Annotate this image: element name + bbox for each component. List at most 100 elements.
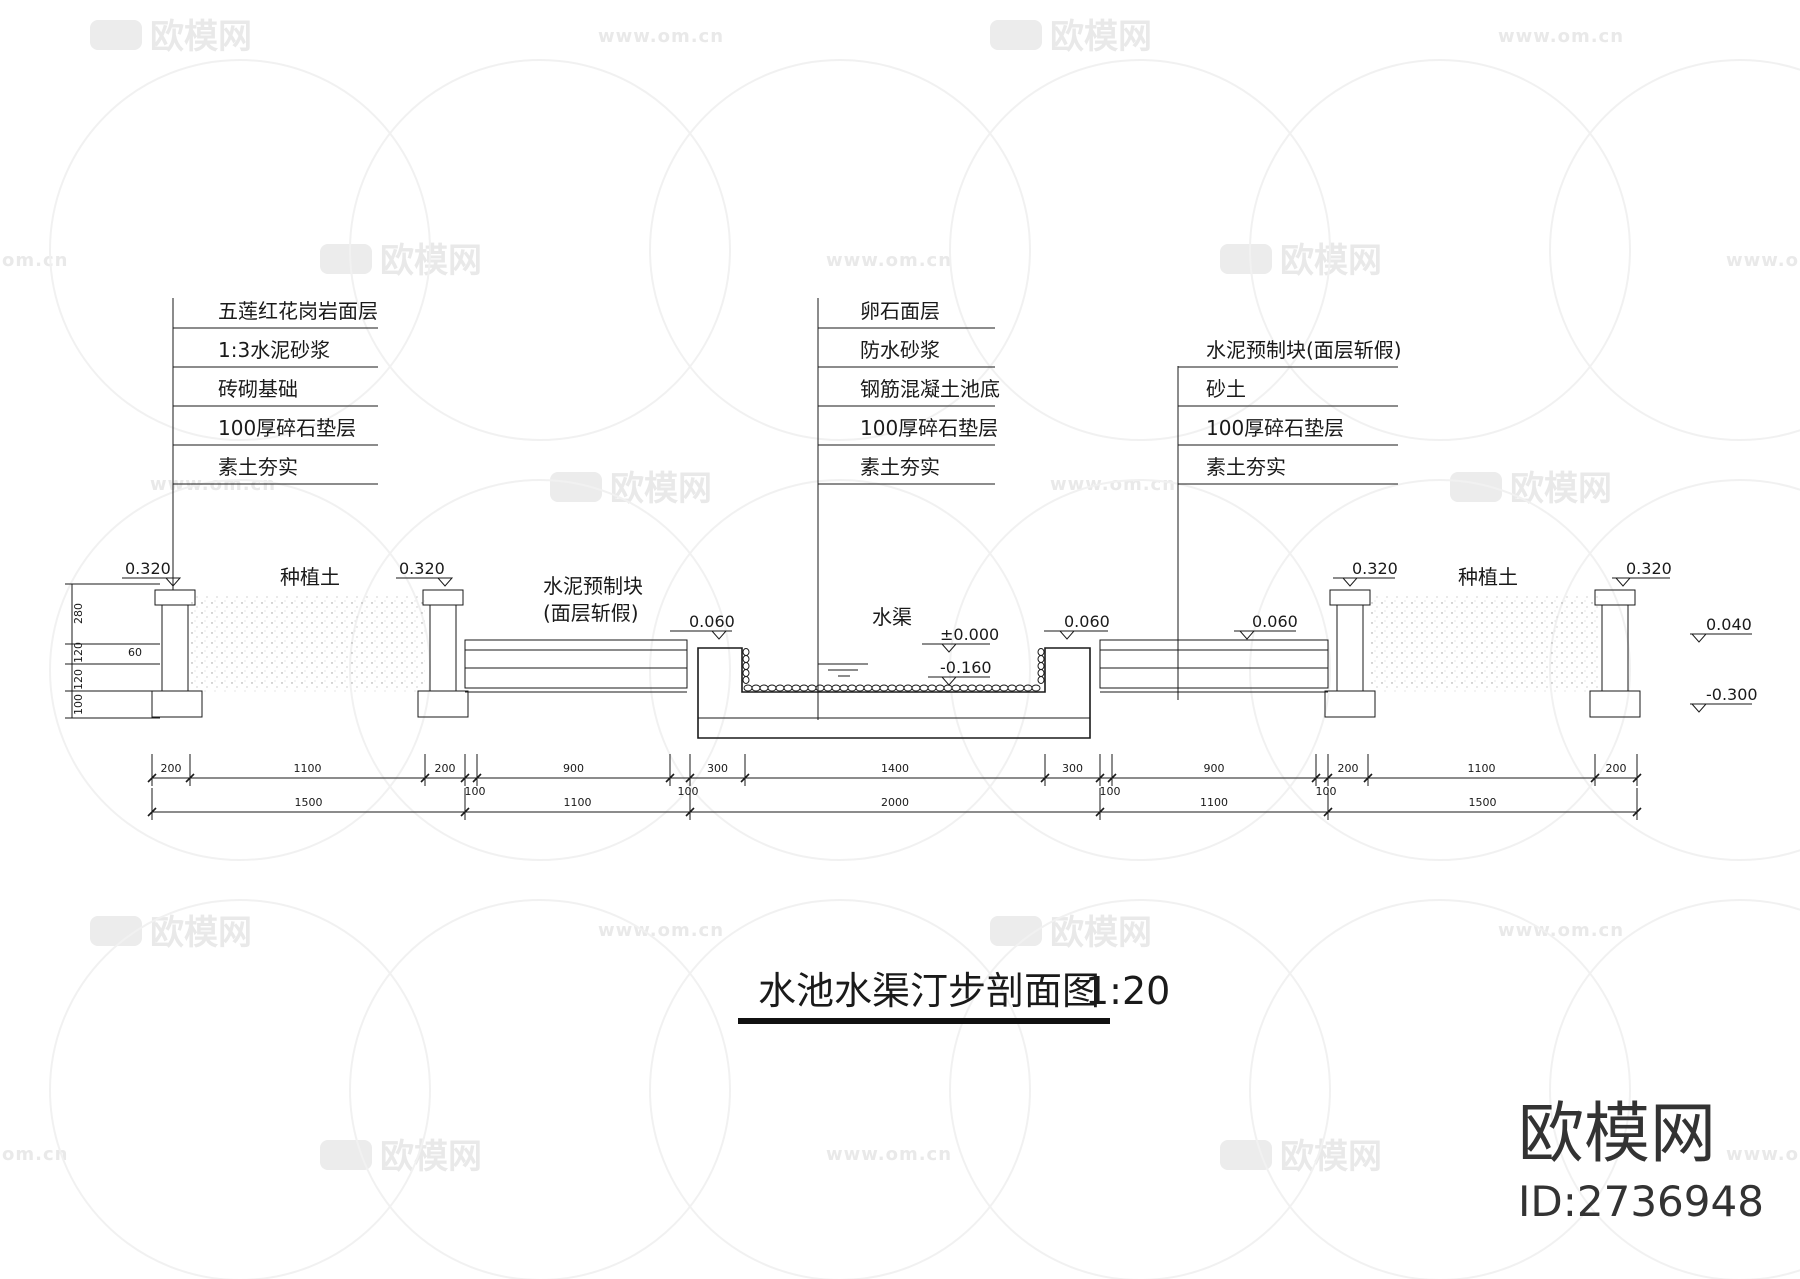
dim-row1-8: 300 [1062, 762, 1083, 775]
vdim-100: 100 [72, 694, 85, 715]
watermark-logo-icon [90, 916, 142, 946]
callout-center-2: 防水砂浆 [860, 338, 940, 362]
svg-text:0.320: 0.320 [1626, 559, 1672, 578]
watermark-brand: 欧模网 [1050, 913, 1152, 953]
svg-text:0.040: 0.040 [1706, 615, 1752, 634]
vertical-dimensions: 280 120 120 100 60 [65, 583, 160, 719]
watermark-url: www.om.cn [1498, 26, 1624, 47]
callout-right-3: 100厚碎石垫层 [1206, 416, 1344, 440]
dim-row1-6: 300 [707, 762, 728, 775]
watermark-logo-icon [990, 20, 1042, 50]
callout-left-3: 砖砌基础 [218, 377, 298, 401]
callout-right: 水泥预制块(面层斩假) 砂土 100厚碎石垫层 素土夯实 [1206, 338, 1402, 479]
dim-row1-2: 200 [435, 762, 456, 775]
label-planting-soil-left: 种植土 [280, 565, 340, 589]
section-labels: 种植土 种植土 水泥预制块 (面层斩假) 水渠 [280, 565, 1518, 629]
callout-center-5: 素土夯实 [860, 455, 940, 479]
elevation-curb-4: 0.320 [1612, 559, 1672, 587]
curb-post-left-outer [151, 589, 203, 718]
dim-row1-13: 1100 [1468, 762, 1496, 775]
dim-row1-14: 200 [1606, 762, 1627, 775]
planting-soil-right [1368, 596, 1598, 692]
watermark-url: www.om.cn [1726, 1144, 1800, 1165]
watermark-url: www.om.cn [1050, 474, 1176, 495]
path-left [464, 639, 688, 693]
section-body [151, 589, 1641, 739]
svg-text:0.060: 0.060 [1252, 612, 1298, 631]
watermark-url-short: om.cn [2, 250, 68, 271]
dim-row2-3: 1100 [1200, 796, 1228, 809]
elevation-curb-2: 0.320 [396, 559, 454, 587]
svg-text:-0.300: -0.300 [1706, 685, 1758, 704]
watermark-url: www.om.cn [1498, 920, 1624, 941]
drawing-scale: 1:20 [1085, 969, 1170, 1013]
elevation-channel-bottom: -0.160 [928, 658, 992, 686]
planting-soil-left [190, 596, 425, 692]
pebble-layer [742, 648, 1045, 692]
vdim-280: 280 [72, 603, 85, 624]
watermark-brand: 欧模网 [380, 241, 482, 281]
label-channel: 水渠 [872, 605, 912, 629]
svg-text:0.060: 0.060 [1064, 612, 1110, 631]
watermark-url: www.om.cn [826, 1144, 952, 1165]
callout-center-4: 100厚碎石垫层 [860, 416, 998, 440]
watermark-logo-icon [1220, 1140, 1272, 1170]
svg-text:±0.000: ±0.000 [940, 625, 999, 644]
dim-row2-4: 1500 [1469, 796, 1497, 809]
watermark-brand: 欧模网 [610, 469, 712, 509]
watermark-brand: 欧模网 [150, 913, 252, 953]
vdim-120a: 120 [72, 642, 85, 663]
dim-row1-0: 200 [161, 762, 182, 775]
elevation-path-3: 0.060 [1234, 612, 1298, 640]
dim-row1-11: 100 [1316, 785, 1337, 798]
dim-row1-10: 900 [1204, 762, 1225, 775]
dim-row2-1: 1100 [564, 796, 592, 809]
label-planting-soil-right: 种植土 [1458, 565, 1518, 589]
curb-post-right-inner [1324, 589, 1376, 718]
watermark-logo-icon [320, 244, 372, 274]
watermark-url: www.om.cn [826, 250, 952, 271]
watermark-url: www.om.cn [598, 920, 724, 941]
elevation-path-2: 0.060 [1044, 612, 1110, 640]
watermark-url: www.om.cn [1726, 250, 1800, 271]
dim-row2-0: 1500 [295, 796, 323, 809]
watermark-url: www.om.cn [598, 26, 724, 47]
svg-text:0.320: 0.320 [1352, 559, 1398, 578]
callout-center: 卵石面层 防水砂浆 钢筋混凝土池底 100厚碎石垫层 素土夯实 [860, 299, 1000, 479]
watermark-logo-icon [320, 1140, 372, 1170]
svg-text:-0.160: -0.160 [940, 658, 992, 677]
dim-row1-5: 100 [678, 785, 699, 798]
elevation-ground: 0.040 [1690, 615, 1752, 643]
watermark-brand: 欧模网 [1510, 469, 1612, 509]
dim-row2-2: 2000 [881, 796, 909, 809]
watermark-brand: 欧模网 [1050, 17, 1152, 57]
callout-center-1: 卵石面层 [860, 299, 940, 323]
vdim-120b: 120 [72, 669, 85, 690]
elevation-path-1: 0.060 [670, 612, 735, 640]
dim-row1-1: 1100 [294, 762, 322, 775]
dim-row1-4: 900 [563, 762, 584, 775]
elevation-curb-3: 0.320 [1333, 559, 1398, 587]
callout-center-3: 钢筋混凝土池底 [860, 377, 1000, 401]
svg-text:0.320: 0.320 [399, 559, 445, 578]
brand-id: ID:2736948 [1518, 1177, 1764, 1226]
drawing-title: 水池水渠汀步剖面图 [758, 969, 1100, 1013]
svg-text:0.060: 0.060 [689, 612, 735, 631]
watermark-brand: 欧模网 [380, 1137, 482, 1177]
dim-row1-12: 200 [1338, 762, 1359, 775]
elevation-marks: 0.320 0.320 0.060 ±0.000 -0.160 0.060 0.… [122, 559, 1758, 713]
label-precast-block-finish: (面层斩假) [543, 601, 639, 625]
drawing-title-block: 水池水渠汀步剖面图 1:20 [738, 969, 1170, 1024]
curb-post-left-inner [417, 589, 469, 718]
dim-row1-3: 100 [465, 785, 486, 798]
dim-row1-9: 100 [1100, 785, 1121, 798]
watermark-logo-icon [550, 472, 602, 502]
path-right [1099, 639, 1329, 693]
watermark-logo-icon [990, 916, 1042, 946]
elevation-footing: -0.300 [1690, 685, 1758, 713]
watermark-brand: 欧模网 [150, 17, 252, 57]
callout-left-4: 100厚碎石垫层 [218, 416, 356, 440]
